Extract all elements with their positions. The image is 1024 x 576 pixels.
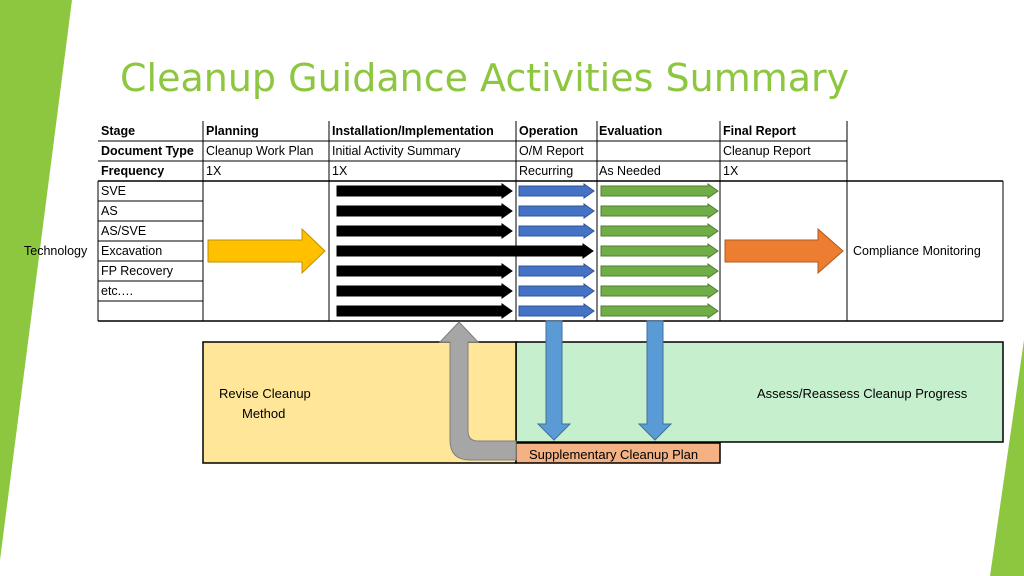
stage-operation: Operation (519, 124, 579, 138)
technology-label: Technology (24, 244, 88, 258)
row-label-frequency: Frequency (101, 164, 165, 178)
revise-label-line1: Revise Cleanup (219, 386, 311, 401)
implementation-arrow (336, 263, 513, 279)
technology-sve: SVE (101, 184, 127, 198)
freq-implementation: 1X (332, 164, 348, 178)
technology-arrows (336, 183, 719, 319)
table-grid (97, 121, 1004, 322)
row-label-stage: Stage (101, 124, 136, 138)
implementation-arrow (336, 223, 513, 239)
operation-arrow (518, 263, 595, 279)
implementation-arrow (336, 183, 513, 199)
implementation-arrow (336, 243, 594, 259)
technology-as-sve: AS/SVE (101, 224, 147, 238)
implementation-arrow (336, 203, 513, 219)
stage-evaluation: Evaluation (599, 124, 663, 138)
revise-label-line2: Method (242, 406, 286, 421)
down-arrow-operation (536, 320, 572, 441)
supplementary-label: Supplementary Cleanup Plan (529, 447, 699, 462)
implementation-arrow (336, 303, 513, 319)
stage-implementation: Installation/Implementation (332, 124, 494, 138)
freq-planning: 1X (206, 164, 222, 178)
freq-evaluation: As Needed (599, 164, 661, 178)
freq-operation: Recurring (519, 164, 574, 178)
evaluation-arrow (600, 183, 719, 199)
evaluation-arrow (600, 303, 719, 319)
freq-final-report: 1X (723, 164, 739, 178)
doc-planning: Cleanup Work Plan (206, 144, 314, 158)
evaluation-arrow (600, 203, 719, 219)
doc-final-report: Cleanup Report (723, 144, 811, 158)
technology-etc: etc.… (101, 284, 134, 298)
operation-arrow (518, 183, 595, 199)
implementation-arrow (336, 283, 513, 299)
down-arrow-evaluation (637, 320, 673, 441)
assess-label: Assess/Reassess Cleanup Progress (757, 386, 968, 401)
operation-arrow (518, 303, 595, 319)
slide-title: Cleanup Guidance Activities Summary (120, 56, 850, 100)
right-accent-bar (990, 340, 1024, 576)
evaluation-arrow (600, 283, 719, 299)
operation-arrow (518, 203, 595, 219)
technology-as: AS (101, 204, 118, 218)
planning-arrow (207, 227, 326, 275)
left-accent-bar (0, 0, 72, 560)
assess-box (515, 341, 1004, 443)
return-arrow (438, 321, 517, 461)
doc-operation: O/M Report (519, 144, 584, 158)
operation-arrow (518, 283, 595, 299)
technology-fp-recovery: FP Recovery (101, 264, 174, 278)
evaluation-arrow (600, 263, 719, 279)
evaluation-arrow (600, 223, 719, 239)
stage-final-report: Final Report (723, 124, 796, 138)
compliance-monitoring-label: Compliance Monitoring (853, 244, 981, 258)
technology-excavation: Excavation (101, 244, 163, 258)
operation-arrow (518, 223, 595, 239)
evaluation-arrow (600, 243, 719, 259)
final-report-arrow (724, 227, 844, 275)
doc-implementation: Initial Activity Summary (332, 144, 461, 158)
stage-planning: Planning (206, 124, 259, 138)
row-label-document-type: Document Type (101, 144, 194, 158)
